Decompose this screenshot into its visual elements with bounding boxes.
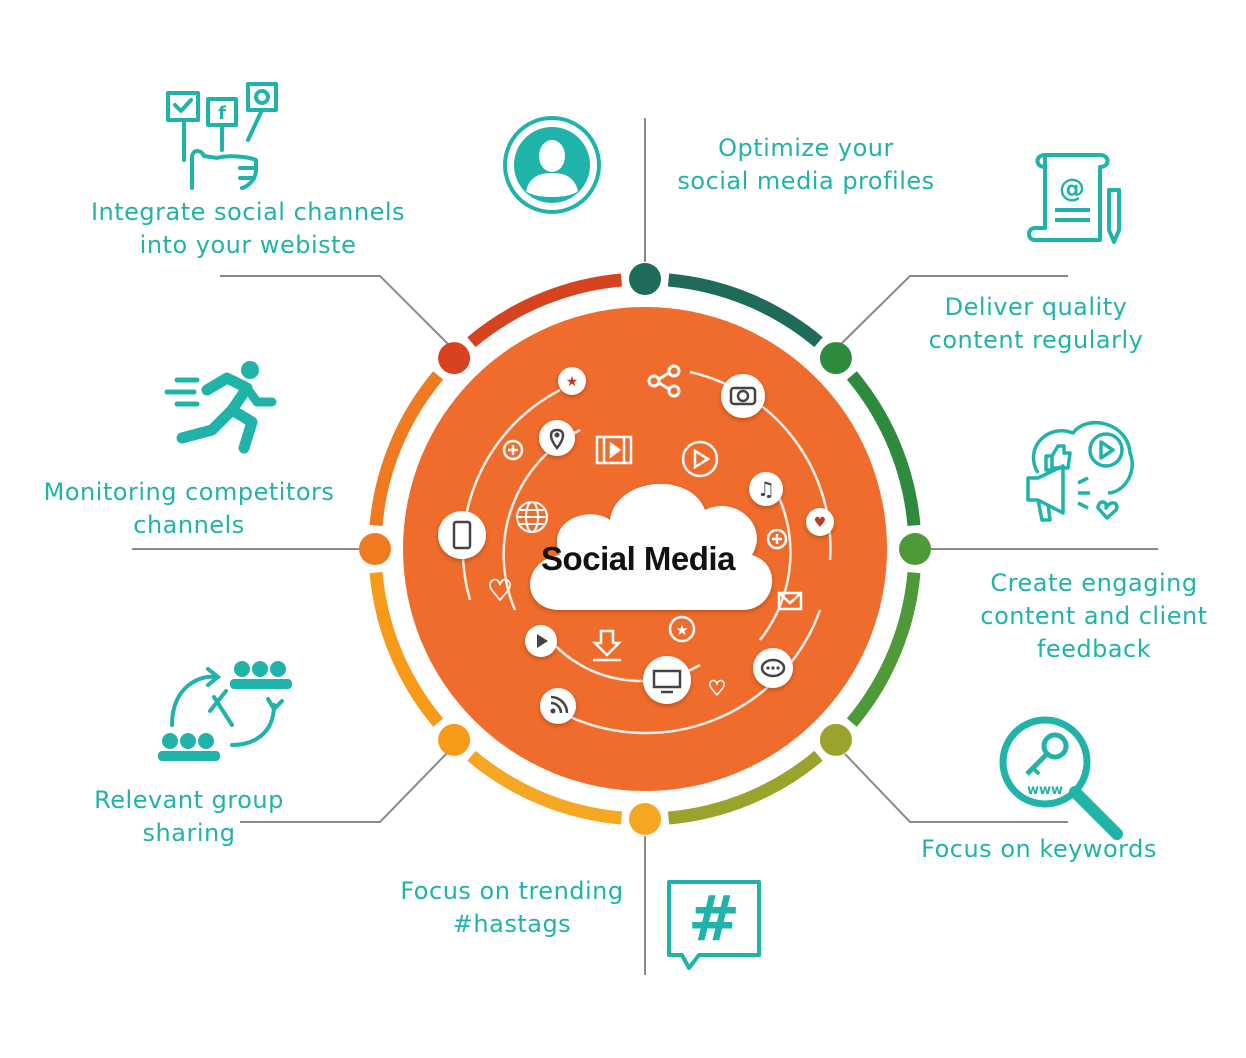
label-profiles-line-1: Optimize your: [718, 134, 894, 162]
ring-arc: [846, 571, 921, 727]
music-icon: ♫: [749, 472, 783, 506]
hashtag-chat-icon: #: [667, 880, 761, 970]
segment-ring: [369, 273, 921, 825]
ring-arc: [846, 371, 921, 527]
user-profile-icon: [503, 116, 601, 214]
label-hashtags-line-1: Focus on trending: [400, 877, 624, 905]
label-integrate: Integrate social channels into your webi…: [60, 196, 436, 262]
ring-arc: [467, 750, 623, 825]
play-icon-2: [525, 625, 557, 657]
social-signs-icon: f: [166, 82, 278, 190]
label-content-line-2: content regularly: [928, 326, 1144, 354]
label-competitors: Monitoring competitors channels: [16, 476, 362, 542]
cloud-shape: [530, 483, 773, 611]
label-competitors-line-2: channels: [133, 511, 245, 539]
location-pin-icon: [539, 420, 575, 456]
svg-text:★: ★: [675, 621, 688, 639]
ring-dot-competitors: [359, 533, 391, 565]
download-icon: [591, 629, 623, 662]
connector-keywords: [844, 753, 1068, 823]
heart-icon-3: ♥: [707, 675, 726, 700]
star-badge-icon: ★: [668, 615, 696, 643]
svg-text:♥: ♥: [814, 515, 827, 531]
label-keywords-line-1: Focus on keywords: [921, 835, 1157, 863]
rss-icon: [540, 688, 576, 724]
globe-icon: [516, 501, 548, 533]
heart-icon-1: ♥: [806, 508, 834, 536]
ring-dot-keywords: [819, 723, 852, 756]
center-title: Social Media: [541, 540, 736, 577]
svg-text:★: ★: [566, 374, 579, 390]
ring-arc: [369, 371, 444, 527]
svg-text:♫: ♫: [757, 477, 775, 501]
ring-arc: [369, 571, 444, 727]
svg-text:#: #: [688, 882, 740, 955]
ring-dot-engaging: [899, 533, 931, 565]
label-integrate-line-2: into your webiste: [139, 231, 357, 259]
label-profiles-line-2: social media profiles: [677, 167, 935, 195]
phone-icon: [438, 511, 486, 559]
label-integrate-line-1: Integrate social channels: [90, 198, 406, 226]
ring-dot-hashtags: [629, 803, 661, 835]
plus-icon-1: [502, 439, 524, 461]
connector-groups: [240, 751, 449, 823]
label-engaging-line-3: feedback: [1036, 635, 1152, 663]
email-document-icon: @: [1027, 153, 1121, 244]
ring-arc: [667, 750, 823, 825]
ring-arc: [467, 273, 623, 348]
star-icon: ★: [558, 367, 586, 395]
label-groups-line-2: sharing: [142, 819, 236, 847]
label-engaging: Create engaging content and client feedb…: [960, 567, 1228, 666]
label-content-line-1: Deliver quality: [944, 293, 1128, 321]
label-competitors-line-1: Monitoring competitors: [43, 478, 335, 506]
svg-text:♥: ♥: [487, 574, 512, 607]
label-groups: Relevant group sharing: [70, 784, 308, 850]
plus-icon-2: [766, 528, 788, 550]
heart-icon-2: ♥: [487, 573, 514, 608]
svg-text:@: @: [1059, 174, 1085, 204]
connector-content: [839, 275, 1068, 346]
ring-dot-profiles: [629, 263, 661, 295]
ring-dot-groups: [438, 723, 471, 756]
label-hashtags: Focus on trending #hastags: [382, 875, 642, 941]
mail-icon: [777, 591, 803, 611]
svg-text:www: www: [1027, 783, 1063, 798]
chat-icon: [753, 648, 793, 688]
label-engaging-line-2: content and client: [980, 602, 1208, 630]
film-icon: [595, 435, 633, 465]
connector-lines: [132, 118, 1158, 975]
orbit-icons: ★ ♫: [438, 364, 834, 724]
svg-text:f: f: [218, 103, 226, 124]
ring-dots: [359, 263, 931, 835]
label-hashtags-line-2: #hastags: [452, 910, 572, 938]
megaphone-like-icon: [1026, 421, 1134, 522]
label-keywords: Focus on keywords: [896, 833, 1182, 866]
group-sharing-icon: [158, 661, 292, 761]
running-person-icon: [164, 361, 277, 454]
connector-integrate: [220, 275, 449, 345]
label-groups-line-1: Relevant group: [94, 786, 284, 814]
label-profiles: Optimize your social media profiles: [650, 132, 962, 198]
play-icon-1: [681, 440, 719, 478]
label-content: Deliver quality content regularly: [910, 291, 1162, 357]
svg-text:♥: ♥: [708, 676, 726, 700]
ring-dot-content: [819, 342, 852, 375]
share-icon: [647, 364, 681, 398]
keyword-search-icon: www: [999, 716, 1123, 840]
ring-dot-integrate: [438, 342, 471, 375]
ring-arc: [667, 273, 823, 348]
monitor-icon: [643, 656, 691, 704]
label-engaging-line-1: Create engaging: [990, 569, 1198, 597]
camera-icon: [721, 374, 765, 418]
